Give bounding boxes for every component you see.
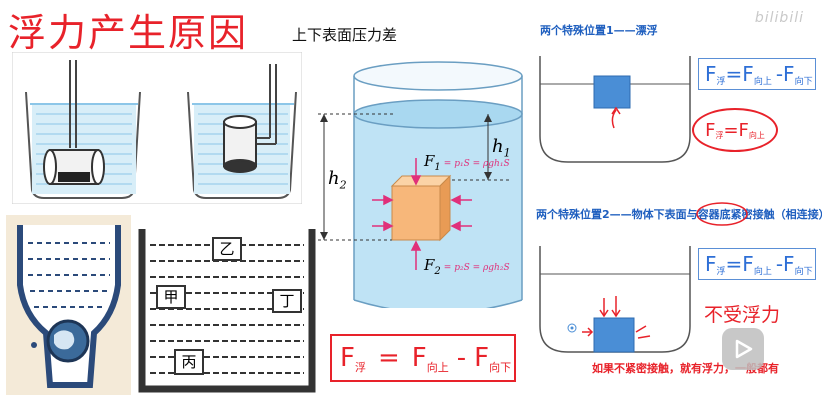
block-jia: 甲 <box>156 285 186 309</box>
h2-label: h2 <box>328 168 347 192</box>
funnel-ball-figure <box>6 215 131 395</box>
beaker-left <box>25 60 141 199</box>
block-yi: 乙 <box>212 237 242 261</box>
block-ding: 丁 <box>272 289 302 313</box>
case2-note: 不受浮力 <box>704 304 781 326</box>
case2-highlight-circle <box>696 202 748 226</box>
bilibili-watermark: bilibili <box>754 10 804 26</box>
f1-label: F1= p₁S = ρgh₁S <box>424 152 510 173</box>
block-bing: 丙 <box>174 349 204 375</box>
beaker-experiment-figure <box>12 52 302 204</box>
cylinder-figure: h1 h2 F1= p₁S = ρgh₁S F2= p₂S = ρgh₂S <box>312 50 524 308</box>
page-subtitle: 上下表面压力差 <box>292 26 398 44</box>
h1-label: h1 <box>492 136 511 160</box>
tank-figure: 乙 甲 丁 丙 <box>138 213 316 395</box>
play-icon <box>735 339 753 359</box>
f2-label: F2= p₂S = ρgh₂S <box>424 256 510 277</box>
beaker-right <box>187 64 297 199</box>
case2-heading: 两个特殊位置2——物体下表面与容器底紧密接触（相连接） <box>536 208 822 221</box>
play-button[interactable] <box>722 328 764 370</box>
case1-heading: 两个特殊位置1——漂浮 <box>540 24 658 37</box>
case2-container <box>539 246 691 353</box>
case1-container <box>539 56 691 163</box>
page-title: 浮力产生原因 <box>8 11 249 55</box>
